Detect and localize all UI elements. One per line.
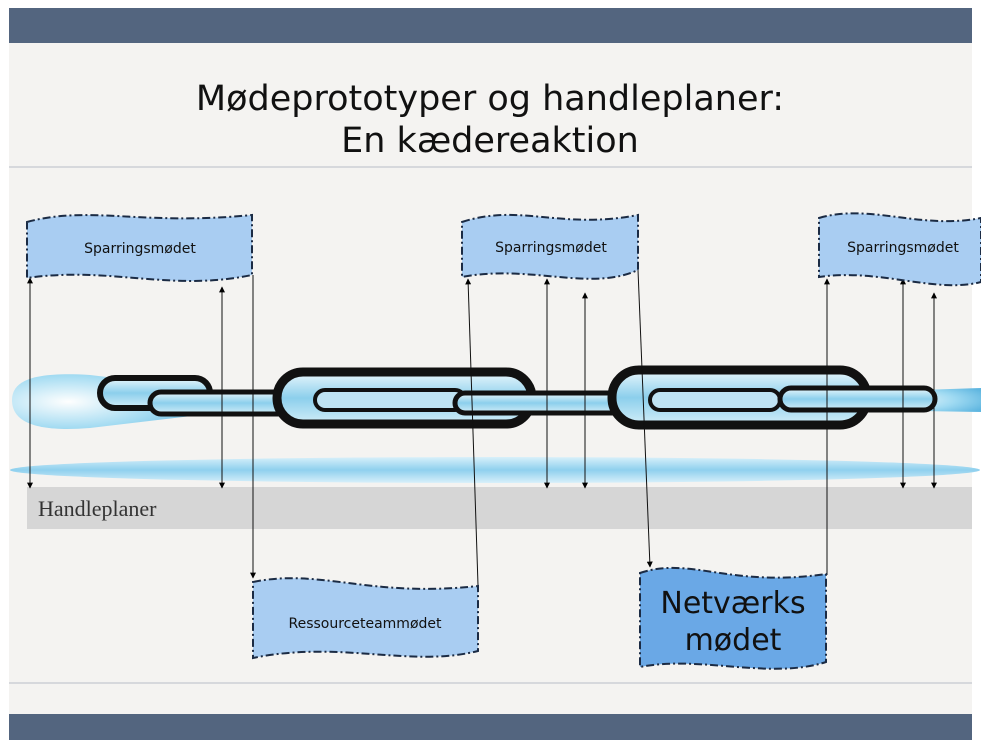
flag-label-line-2: mødet xyxy=(685,623,782,658)
arrow-connector xyxy=(637,269,653,568)
chain-graphic xyxy=(12,365,981,430)
flag-shape xyxy=(818,212,981,287)
flag-label: Sparringsmødet xyxy=(495,240,607,256)
title-line-2: En kædereaktion xyxy=(341,121,639,161)
flag-label: Sparringsmødet xyxy=(84,241,196,257)
chain-link xyxy=(313,388,467,412)
flag-sparring-2: Sparringsmødet xyxy=(461,213,639,280)
flag-label: Sparringsmødet xyxy=(847,240,959,256)
flag-sparring-3: Sparringsmødet xyxy=(818,212,981,287)
top-bar xyxy=(9,8,972,43)
connector-arrows xyxy=(27,269,937,586)
flag-label: Ressourceteammødet xyxy=(288,616,442,632)
flag-label-line-1: Netværks xyxy=(660,586,805,621)
handleplaner-label: Handleplaner xyxy=(38,496,157,521)
flag-shape xyxy=(639,566,827,670)
chain-link xyxy=(777,385,938,413)
title-line-1: Mødeprototyper og handleplaner: xyxy=(196,79,784,119)
flag-shape xyxy=(252,577,479,660)
bottom-bar xyxy=(9,714,972,740)
flag-ressourceteam: Ressourceteammødet xyxy=(252,577,479,660)
chain-link xyxy=(648,388,782,412)
handleplaner-band xyxy=(27,487,972,529)
flag-netvaerk: Netværks mødet xyxy=(639,566,827,670)
arrow-connector xyxy=(465,278,479,586)
flag-shape xyxy=(461,213,639,280)
timeline-ellipse xyxy=(10,457,980,483)
flag-shape xyxy=(26,213,253,282)
flag-sparring-1: Sparringsmødet xyxy=(26,213,253,282)
